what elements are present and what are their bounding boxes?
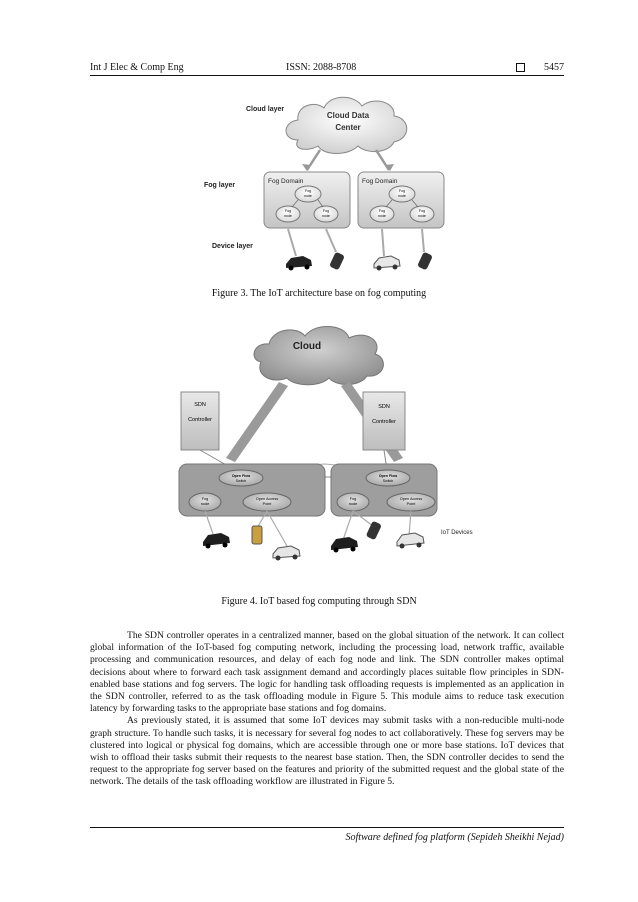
access-point-label: Open Access — [256, 497, 278, 501]
page-header: Int J Elec & Comp Eng ISSN: 2088-8708 54… — [90, 62, 564, 76]
switch-label: Switch — [236, 479, 247, 483]
fog-node-label: Fog — [419, 209, 425, 213]
figure-4-diagram: Cloud SDN Controller SDN Controller Open… — [178, 326, 473, 561]
fog-node-label: Fog — [323, 209, 329, 213]
cloud-data-center-shape — [285, 96, 408, 154]
page-footer: Software defined fog platform (Sepideh S… — [345, 832, 564, 843]
phone-icon — [418, 252, 432, 270]
access-point-label: Point — [263, 502, 273, 506]
fog-layer-label: Fog layer — [204, 182, 235, 189]
fog-node — [275, 205, 301, 223]
fog-node-label: node — [304, 194, 312, 198]
figure-3-diagram: Cloud Data Center Cloud layer Fog layer … — [204, 96, 445, 271]
fog-node — [313, 205, 339, 223]
cloud-label: Cloud — [293, 341, 321, 352]
sdn-label: SDN — [378, 404, 390, 410]
switch-label: Switch — [383, 479, 394, 483]
fog-domain-1-label: Fog Domain — [268, 178, 304, 185]
arrow-head-icon — [302, 164, 311, 171]
cloud-shape — [253, 326, 384, 386]
paragraph-2: As previously stated, it is assumed that… — [90, 715, 564, 788]
car-icon — [396, 532, 425, 549]
iot-devices-label: IoT Devices — [441, 530, 473, 536]
fog-node-label: node — [418, 214, 426, 218]
fog-node-label: Fog — [285, 209, 291, 213]
figure-3-caption: Figure 3. The IoT architecture base on f… — [211, 288, 427, 299]
fog-node — [294, 185, 322, 203]
issn-label: ISSN: 2088-8708 — [286, 62, 357, 73]
header-rule — [90, 75, 564, 76]
sdn-controller-left — [180, 391, 220, 451]
car-icon — [373, 255, 401, 271]
footer-rule — [90, 827, 564, 828]
car-icon — [286, 256, 312, 271]
device-links — [204, 510, 412, 547]
fog-node-label: node — [349, 502, 357, 506]
fog-node-label: Fog — [202, 497, 209, 501]
fog-node-label: node — [378, 214, 386, 218]
fog-node-label: node — [201, 502, 209, 506]
access-point-label: Open Access — [400, 497, 422, 501]
fog-node — [369, 205, 395, 223]
car-icon — [272, 545, 301, 561]
access-point-label: Point — [407, 502, 417, 506]
sdn-label: SDN — [194, 402, 206, 408]
switch-label: Open Flow — [232, 474, 251, 478]
open-flow-switch — [218, 469, 264, 487]
fog-domain-2-label: Fog Domain — [362, 178, 398, 185]
fog-node-label: Fog — [350, 497, 357, 501]
open-flow-switch — [365, 469, 411, 487]
page-number: 5457 — [544, 62, 564, 73]
phone-icon — [251, 525, 263, 545]
fog-node — [409, 205, 435, 223]
paragraph-1: The SDN controller operates in a central… — [90, 630, 564, 715]
arrow-head-icon — [385, 164, 394, 171]
cloud-data-center-label-1: Cloud Data — [327, 111, 370, 120]
domain-device-arrows — [287, 228, 425, 257]
figure-4-caption: Figure 4. IoT based fog computing throug… — [221, 596, 417, 607]
journal-name: Int J Elec & Comp Eng — [90, 62, 184, 73]
cloud-domain-arrows — [305, 149, 391, 171]
device-layer-label: Device layer — [212, 243, 253, 250]
sdn-label: Controller — [188, 417, 212, 423]
car-icon — [331, 537, 358, 553]
switch-label: Open Flow — [379, 474, 398, 478]
fog-node — [388, 185, 416, 203]
square-bullet-icon — [516, 63, 525, 72]
phone-icon — [366, 521, 381, 540]
phone-icon — [330, 252, 344, 270]
fog-node-label: Fog — [399, 189, 405, 193]
fog-node-label: node — [322, 214, 330, 218]
body-text: The SDN controller operates in a central… — [90, 630, 564, 789]
fog-node-label: Fog — [379, 209, 385, 213]
cloud-data-center-label-2: Center — [335, 123, 360, 132]
cloud-layer-label: Cloud layer — [246, 106, 284, 113]
sdn-label: Controller — [372, 419, 396, 425]
car-icon — [203, 533, 230, 549]
fog-node-label: node — [284, 214, 292, 218]
fog-node-label: Fog — [305, 189, 311, 193]
fog-node-label: node — [398, 194, 406, 198]
